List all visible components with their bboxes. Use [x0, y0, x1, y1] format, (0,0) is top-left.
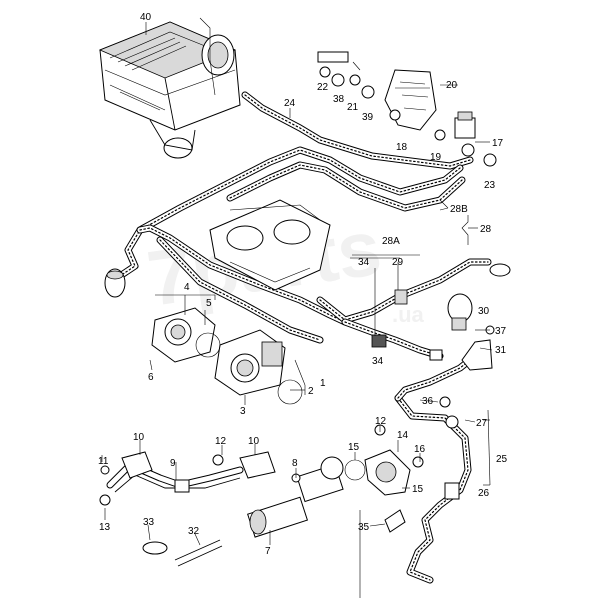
- callout-4: 4: [184, 282, 190, 293]
- callout-5: 5: [206, 298, 212, 309]
- callout-6: 6: [148, 372, 154, 383]
- callout-8: 8: [292, 458, 298, 469]
- callout-14: 14: [397, 430, 409, 441]
- callout-39: 39: [362, 112, 374, 123]
- fitting-and-sensor: [371, 289, 443, 361]
- solenoid-and-bracket: [317, 51, 497, 167]
- callout-36: 36: [422, 396, 434, 407]
- air-filter-housing: [98, 21, 241, 159]
- egr-pipe-left: [99, 451, 276, 506]
- callout-32: 32: [188, 526, 200, 537]
- callout-24: 24: [284, 98, 296, 109]
- callout-18: 18: [396, 142, 408, 153]
- throttle-body: [214, 329, 303, 405]
- callout-23: 23: [484, 180, 496, 191]
- callout-19: 19: [430, 152, 442, 163]
- callout-17: 17: [492, 138, 504, 149]
- callout-28: 28: [480, 224, 492, 235]
- callout-27: 27: [476, 418, 488, 429]
- callout-16: 16: [414, 444, 426, 455]
- intake-manifold: [209, 199, 331, 291]
- egr-cooler: [247, 424, 424, 538]
- callout-2: 2: [308, 386, 314, 397]
- callout-7: 7: [265, 546, 271, 557]
- small-parts: [142, 396, 460, 567]
- callout-28A: 28A: [382, 236, 400, 247]
- callout-33: 33: [143, 517, 155, 528]
- callout-10-left: 10: [133, 432, 145, 443]
- callout-11: 11: [98, 456, 109, 467]
- callout-labels: 40 24 22 38 21 20 39 17 18 19 23 28B 28 …: [98, 12, 508, 557]
- callout-38: 38: [333, 94, 345, 105]
- callout-31: 31: [495, 345, 507, 356]
- callout-12-right: 12: [375, 416, 387, 427]
- leader-lines: [101, 17, 493, 598]
- callout-40: 40: [140, 12, 152, 23]
- callout-34-mid: 34: [372, 356, 384, 367]
- callout-9: 9: [170, 458, 176, 469]
- callout-30: 30: [478, 306, 490, 317]
- watermark-sub: .ua: [392, 302, 425, 327]
- callout-34-top: 34: [358, 257, 370, 268]
- callout-10-right: 10: [248, 436, 260, 447]
- callout-15-top: 15: [348, 442, 360, 453]
- callout-1: 1: [320, 378, 326, 389]
- vacuum-reservoir: [104, 268, 126, 298]
- callout-20: 20: [446, 80, 458, 91]
- callout-35: 35: [358, 522, 370, 533]
- callout-15-bottom: 15: [412, 484, 424, 495]
- callout-25: 25: [496, 454, 508, 465]
- right-valve: [447, 263, 511, 371]
- egr-valve: [151, 307, 221, 363]
- callout-13: 13: [99, 522, 111, 533]
- vacuum-hoses: [116, 91, 492, 584]
- callout-21: 21: [347, 102, 359, 113]
- callout-37: 37: [495, 326, 507, 337]
- callout-22: 22: [317, 82, 329, 93]
- callout-26: 26: [478, 488, 490, 499]
- callout-29: 29: [392, 257, 404, 268]
- callout-12-left: 12: [215, 436, 227, 447]
- callout-28B: 28B: [450, 204, 468, 215]
- callout-3: 3: [240, 406, 246, 417]
